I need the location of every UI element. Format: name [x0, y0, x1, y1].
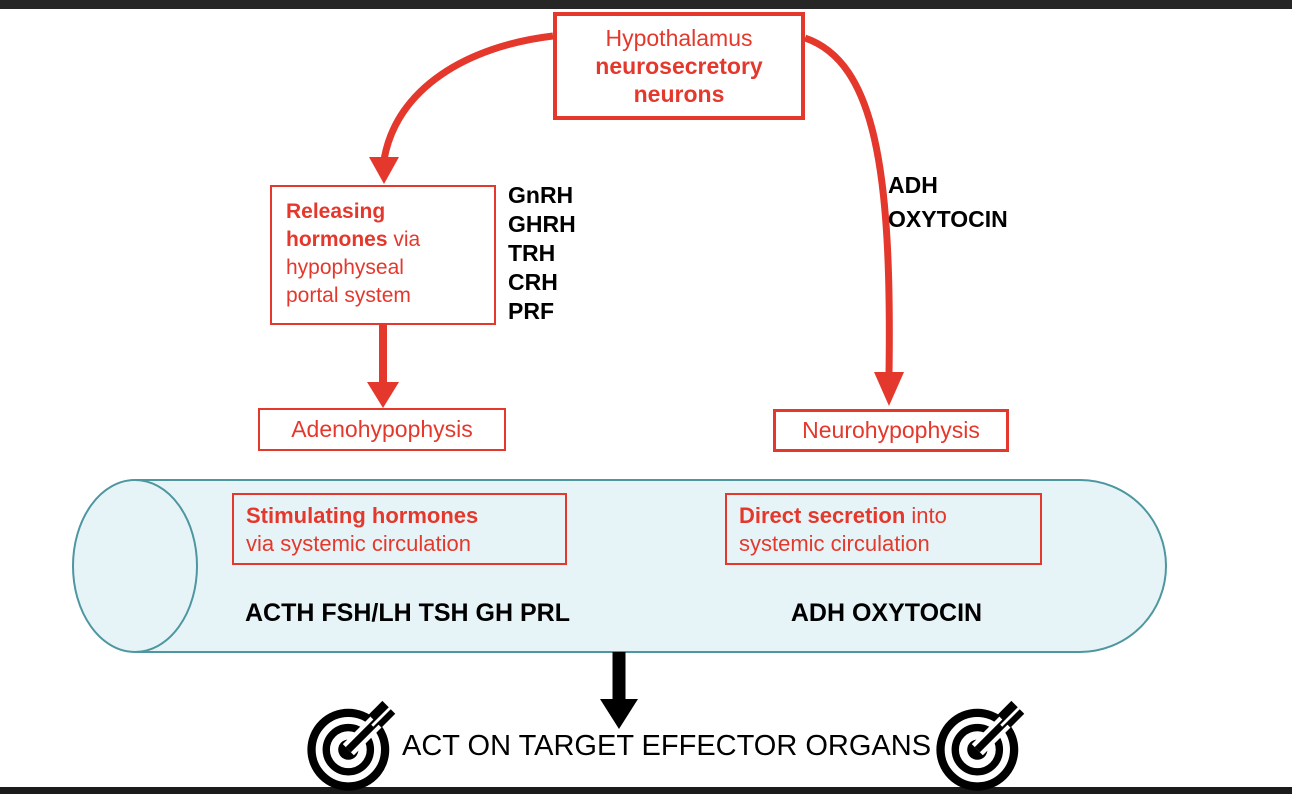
hypothalamus-label: Hypothalamus neurosecretory neurons [557, 24, 801, 108]
top-letterbox-bar [0, 0, 1292, 9]
list-item: ADH [888, 172, 938, 198]
list-item: TRH [508, 240, 556, 266]
adenohypophysis-label: Adenohypophysis [291, 416, 473, 442]
cylinder-left-cap [72, 479, 198, 653]
list-item: GnRH [508, 182, 574, 208]
releasing-hormones-label: Releasing hormones via hypophyseal porta… [286, 198, 448, 310]
posterior-pathway-hormones: ADH OXYTOCIN [888, 168, 1008, 236]
stimulating-hormones-rest: via systemic circulation [246, 531, 471, 556]
stimulating-hormones-box: Stimulating hormones via systemic circul… [232, 493, 567, 565]
stimulating-hormones-label: Stimulating hormones via systemic circul… [246, 502, 508, 558]
list-item: GHRH [508, 211, 576, 237]
bottom-letterbox-bar [0, 787, 1292, 794]
anterior-circulating-hormones: ACTH FSH/LH TSH GH PRL [245, 599, 570, 627]
list-item: CRH [508, 269, 558, 295]
direct-secretion-emphasis: Direct secretion [739, 503, 906, 528]
posterior-circulating-hormones: ADH OXYTOCIN [790, 599, 983, 627]
target-bullseye-icon [936, 700, 1028, 791]
target-bullseye-icon [307, 700, 398, 791]
target-caption: ACT ON TARGET EFFECTOR ORGANS [402, 729, 932, 762]
releasing-hormones-box: Releasing hormones via hypophyseal porta… [270, 185, 496, 325]
target-organs-row: ACT ON TARGET EFFECTOR ORGANS [306, 700, 1028, 792]
releasing-hormones-rest: via hypophyseal portal system [286, 228, 421, 307]
hypothalamus-title: Hypothalamus [605, 25, 753, 51]
list-item: PRF [508, 298, 554, 324]
neurohypophysis-box: Neurohypophysis [773, 409, 1009, 452]
hypothalamus-box: Hypothalamus neurosecretory neurons [553, 12, 805, 120]
neurohypophysis-label: Neurohypophysis [802, 417, 980, 443]
list-item: OXYTOCIN [888, 206, 1008, 232]
hypothalamus-subtitle: neurosecretory neurons [595, 53, 763, 107]
arrow-hypothalamus-to-releasing [369, 32, 554, 184]
releasing-hormone-list: GnRH GHRH TRH CRH PRF [508, 181, 576, 326]
releasing-hormones-emphasis: Releasing hormones [286, 200, 388, 251]
direct-secretion-label: Direct secretion into systemic circulati… [739, 502, 1005, 558]
adenohypophysis-box: Adenohypophysis [258, 408, 506, 451]
direct-secretion-box: Direct secretion into systemic circulati… [725, 493, 1042, 565]
arrow-releasing-to-adenohypophysis [367, 325, 399, 408]
stimulating-hormones-emphasis: Stimulating hormones [246, 503, 479, 528]
